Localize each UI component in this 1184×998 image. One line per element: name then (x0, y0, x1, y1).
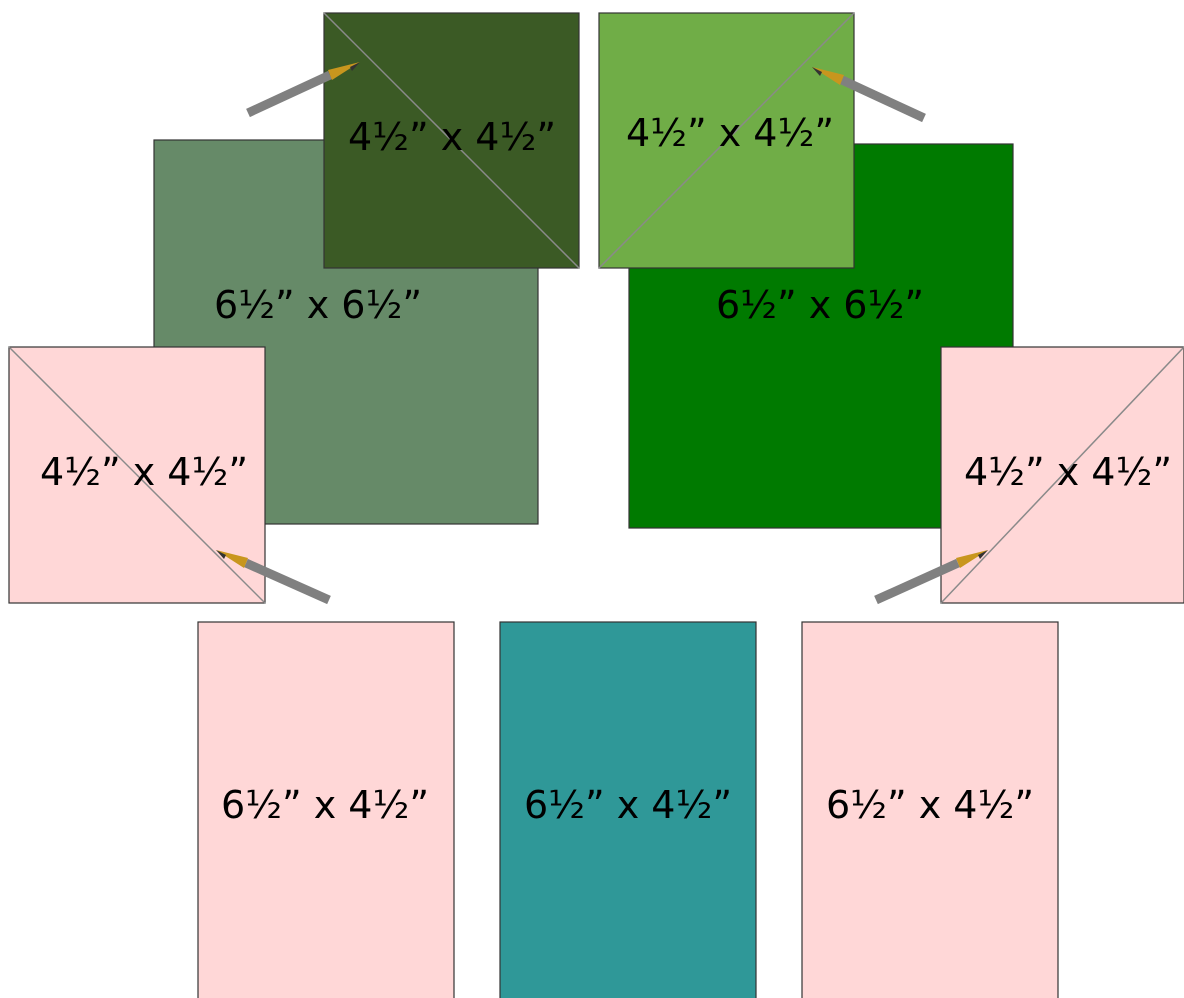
small-square-pink-right: 4½” x 4½” (940, 346, 1184, 604)
sewing-diagonal (940, 346, 1184, 604)
pencil-icon (874, 550, 988, 605)
small-square-dark-green-label: 4½” x 4½” (348, 115, 556, 159)
pencil-icon (246, 62, 360, 118)
sewing-diagonal (323, 12, 580, 269)
rectangle-middle-fill (499, 621, 757, 998)
rectangle-right-label: 6½” x 4½” (826, 783, 1034, 827)
small-square-dark-green: 4½” x 4½” (323, 12, 580, 269)
rectangle-left-label: 6½” x 4½” (221, 783, 429, 827)
small-square-pink-right-label: 4½” x 4½” (964, 450, 1172, 494)
pencil-icon (812, 67, 926, 123)
rectangle-middle: 6½” x 4½” (499, 621, 757, 998)
rectangle-left-fill (197, 621, 455, 998)
large-square-right-label: 6½” x 6½” (716, 283, 924, 327)
rectangle-left: 6½” x 4½” (197, 621, 455, 998)
small-square-pink-left-label: 4½” x 4½” (40, 450, 248, 494)
sewing-diagonal (598, 12, 855, 269)
large-square-left-label: 6½” x 6½” (214, 283, 422, 327)
pencil-icon (216, 550, 331, 605)
rectangle-middle-label: 6½” x 4½” (524, 783, 732, 827)
rectangle-right-fill (801, 621, 1059, 998)
rectangle-right: 6½” x 4½” (801, 621, 1059, 998)
sewing-diagonal (8, 346, 266, 604)
small-square-light-green-label: 4½” x 4½” (626, 111, 834, 155)
small-square-pink-left: 4½” x 4½” (8, 346, 266, 604)
small-square-light-green: 4½” x 4½” (598, 12, 855, 269)
